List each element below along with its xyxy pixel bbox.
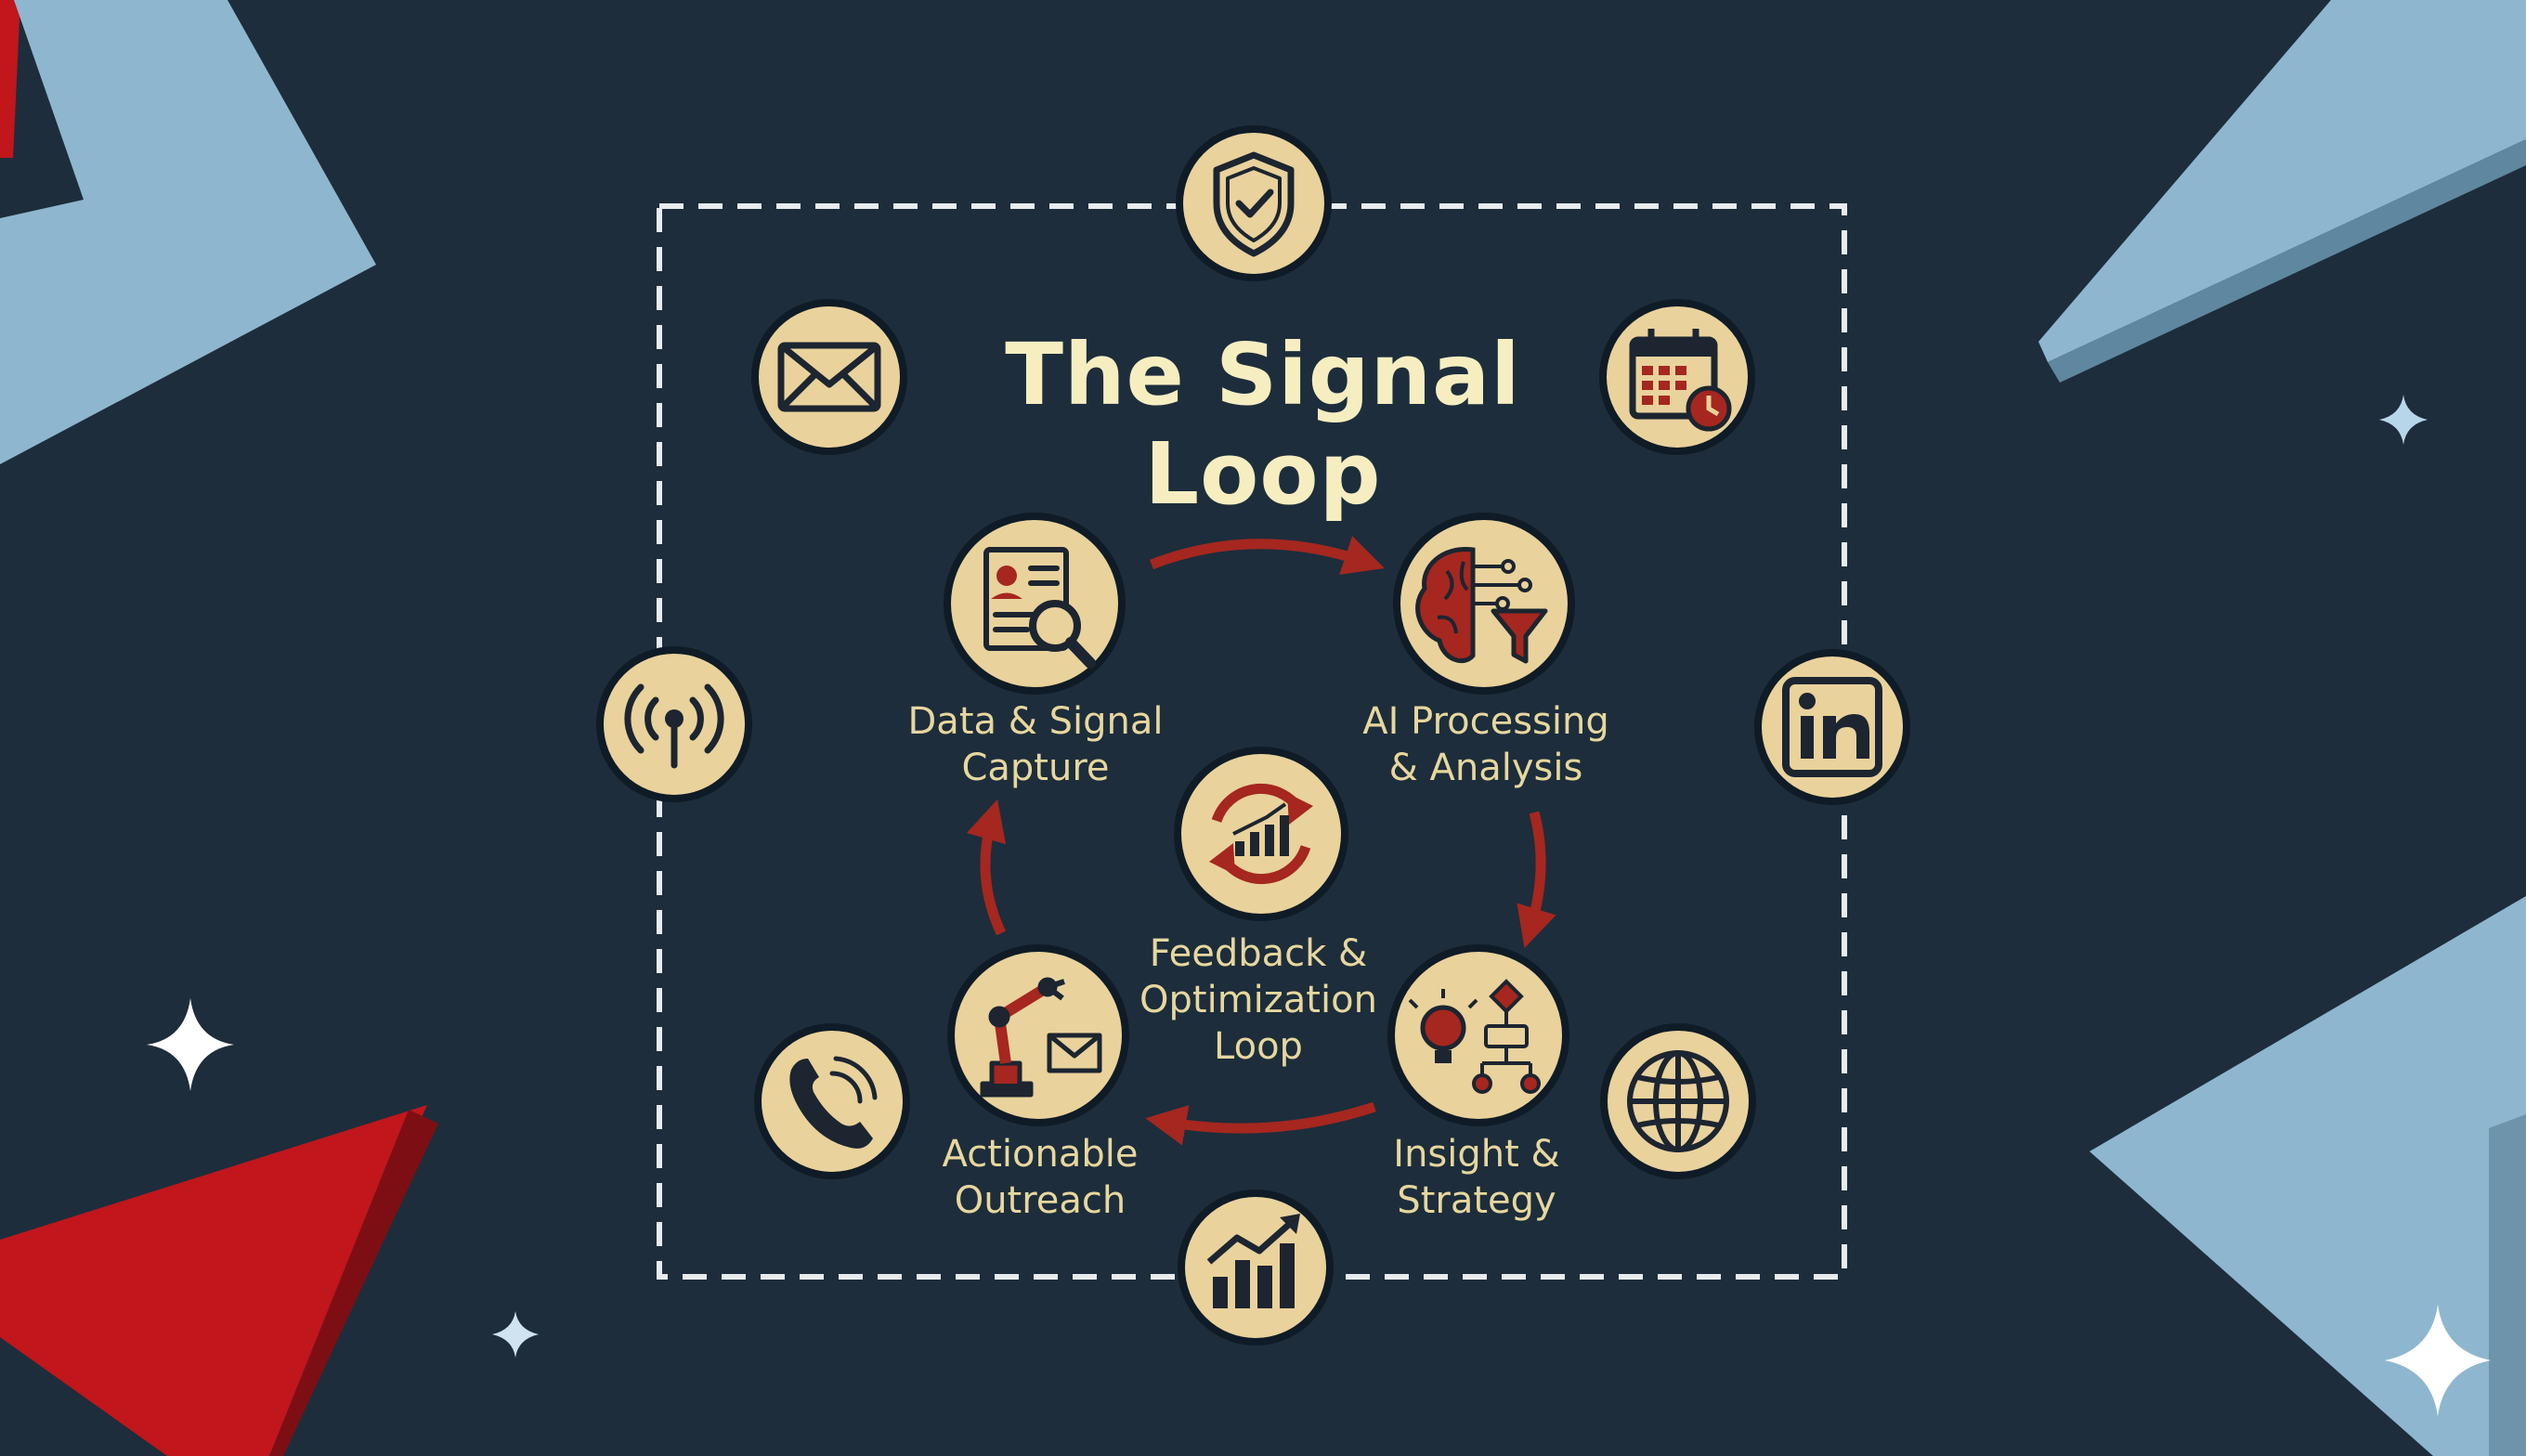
stage-badge-capture — [944, 513, 1126, 695]
lightbulb-flowchart-icon — [1408, 979, 1541, 1094]
sparkle-left — [147, 998, 234, 1091]
arrow-capture-to-ai — [1149, 536, 1385, 575]
red-shard-bottom-left-edge — [269, 1110, 438, 1456]
stage-label-feedback: Feedback & Optimization Loop — [1128, 930, 1388, 1070]
stage-label-line: Outreach — [954, 1179, 1126, 1222]
perimeter-badge-top-right — [1599, 299, 1755, 455]
sparkle-bottom-left — [492, 1311, 539, 1358]
stage-label-line: Strategy — [1397, 1179, 1556, 1222]
red-shard-top-left — [0, 0, 20, 158]
sparkles — [147, 395, 2491, 1416]
stage-badge-insight — [1387, 944, 1569, 1126]
perimeter-badge-bottom-left — [754, 1023, 910, 1179]
blue-shard-bottom-right — [2090, 896, 2526, 1456]
stage-label-line: Optimization — [1139, 979, 1377, 1021]
linkedin-icon — [1782, 677, 1882, 777]
perimeter-badge-top-left — [751, 299, 907, 455]
stage-label-line: & Analysis — [1388, 747, 1583, 789]
blue-shard-top-right — [2038, 0, 2526, 362]
stage-label-outreach: Actionable Outreach — [892, 1131, 1189, 1224]
perimeter-badge-bottom — [1178, 1190, 1334, 1346]
sparkle-bottom-right — [2385, 1305, 2491, 1416]
red-shard-bottom-left — [0, 1105, 427, 1456]
stage-badge-feedback — [1174, 747, 1348, 921]
blue-shard-top-right-edge — [2048, 139, 2526, 383]
perimeter-badge-left — [596, 646, 752, 802]
arrow-insight-to-outreach — [1145, 1101, 1376, 1146]
stage-label-ai: AI Processing & Analysis — [1337, 698, 1634, 791]
stage-label-capture: Data & Signal Capture — [892, 698, 1179, 791]
cycle-arrows — [966, 536, 1556, 1146]
stage-label-line: Data & Signal — [907, 700, 1164, 743]
sparkle-right — [2379, 395, 2428, 445]
perimeter-badge-bottom-right — [1600, 1023, 1756, 1179]
stage-label-line: Insight & — [1393, 1133, 1560, 1176]
stage-label-line: Feedback & — [1149, 932, 1368, 975]
arrow-outreach-to-capture — [966, 799, 1007, 936]
perimeter-badge-right — [1754, 649, 1910, 805]
shield-check-icon — [1213, 151, 1295, 257]
robot-arm-mail-icon — [980, 977, 1102, 1098]
blue-shard-top-left — [0, 0, 376, 464]
profile-search-icon — [983, 547, 1096, 669]
stage-label-line: AI Processing — [1362, 700, 1609, 743]
stage-badge-outreach — [947, 944, 1129, 1126]
stage-label-line: Loop — [1214, 1025, 1303, 1068]
stage-label-line: Actionable — [942, 1133, 1139, 1176]
cycle-growth-icon — [1209, 783, 1313, 885]
phone-icon — [789, 1056, 878, 1149]
perimeter-badge-top — [1176, 125, 1332, 281]
blue-block-bottom-right — [2489, 1114, 2526, 1456]
envelope-icon — [777, 342, 881, 412]
stage-label-insight: Insight & Strategy — [1337, 1131, 1616, 1224]
globe-icon — [1627, 1050, 1729, 1152]
bar-chart-icon — [1206, 1214, 1300, 1308]
arrow-ai-to-insight — [1517, 811, 1556, 949]
calendar-clock-icon — [1629, 329, 1732, 432]
stage-badge-ai — [1393, 513, 1575, 695]
stage-label-line: Capture — [961, 747, 1110, 789]
brain-funnel-icon — [1415, 547, 1548, 664]
diagram-title: The Signal Loop — [1005, 325, 1521, 524]
